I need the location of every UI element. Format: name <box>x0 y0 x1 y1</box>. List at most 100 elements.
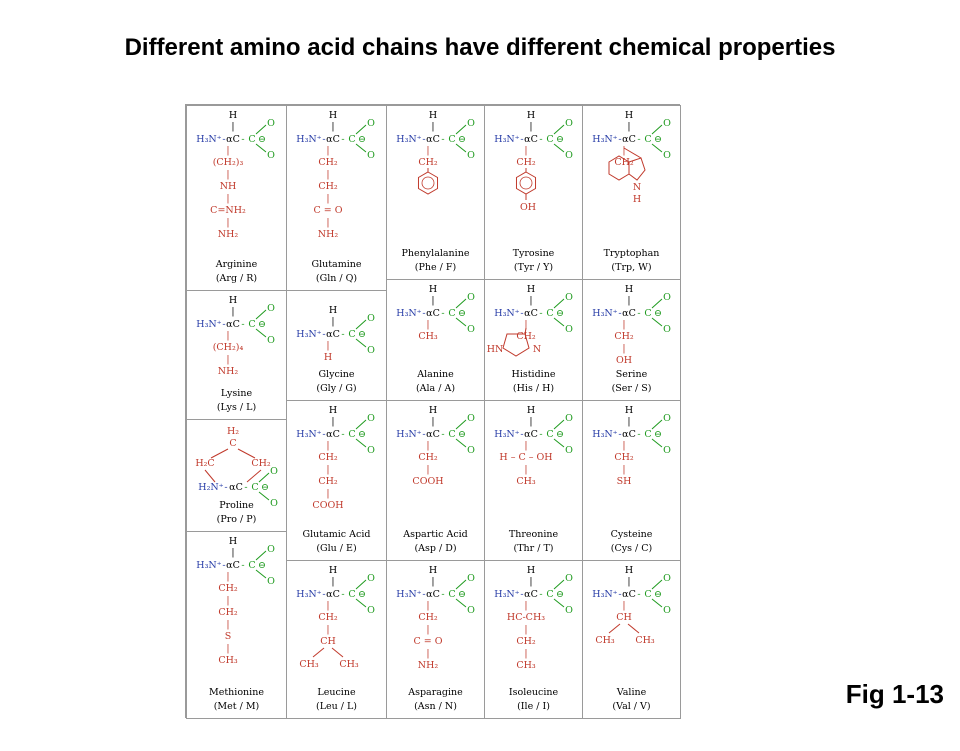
carboxyl-oxygen: O <box>467 324 475 335</box>
alpha-carbon: αC <box>622 308 636 319</box>
carboxyl-bond <box>553 438 565 448</box>
carboxyl-carbon: C <box>546 589 553 600</box>
amino-acid-abbreviation: (Val / V) <box>612 701 651 712</box>
carboxyl-carbon: C <box>448 308 455 319</box>
carboxyl-bond <box>553 598 565 608</box>
amino-acid-abbreviation: (Glu / E) <box>316 543 357 554</box>
methyl-group: CH₃ <box>299 659 319 670</box>
amino-acid-name: Proline <box>219 500 254 511</box>
amino-acid-abbreviation: (Leu / L) <box>315 701 357 712</box>
negative-charge-icon: ⊖ <box>654 429 662 440</box>
bond-line: - <box>618 308 621 319</box>
structure-formula: H|H₃N⁺ - αC - C⊖OO|(CH₂)₄|NH₂ <box>196 295 275 377</box>
ring-methylene: H₂C <box>195 458 214 469</box>
carboxyl-oxygen: O <box>467 413 475 424</box>
amino-group: H₃N⁺ <box>296 429 321 440</box>
bond-line: - <box>341 589 344 600</box>
side-chain-bond: | <box>426 319 429 330</box>
structure-formula: H|H₃N⁺ - αC - C⊖OO|H – C – OH|CH₃ <box>494 405 573 487</box>
side-chain-group: CH₂ <box>418 452 438 463</box>
bond-line: - <box>422 134 425 145</box>
side-chain-bond: | <box>326 169 329 180</box>
carboxyl-oxygen: O <box>663 118 671 129</box>
hydroxyl-group: OH <box>520 202 536 213</box>
side-chain-bond: | <box>326 145 329 156</box>
side-chain-bond: | <box>622 440 625 451</box>
amino-group: H₃N⁺ <box>494 308 519 319</box>
carboxyl-bond <box>455 438 467 448</box>
alpha-hydrogen: H <box>429 405 437 416</box>
branch-bond <box>608 623 621 634</box>
bond-line: - <box>618 134 621 145</box>
structure-formula: H|H₃N⁺ - αC - C⊖OO|CH₂|SH <box>592 405 671 487</box>
carboxyl-bond <box>258 472 270 483</box>
carboxyl-oxygen: O <box>565 573 573 584</box>
bond-line: - <box>637 429 640 440</box>
carboxyl-carbon: C <box>251 482 258 493</box>
alpha-carbon: αC <box>226 319 240 330</box>
amino-acid-name: Tyrosine <box>512 248 555 259</box>
carboxyl-carbon: C <box>248 319 255 330</box>
side-chain-group: CH₂ <box>218 583 238 594</box>
side-chain-group: CH₃ <box>516 660 536 671</box>
side-chain-group: (CH₂)₃ <box>213 157 244 168</box>
side-chain-bond: | <box>426 145 429 156</box>
carboxyl-oxygen: O <box>367 413 375 424</box>
side-chain-bond: | <box>326 600 329 611</box>
side-chain-bond: | <box>426 440 429 451</box>
bond-line: | <box>529 295 532 306</box>
carboxyl-carbon: C <box>448 134 455 145</box>
carboxyl-bond <box>553 298 565 309</box>
bond-line: - <box>618 429 621 440</box>
carboxyl-carbon: C <box>644 429 651 440</box>
bond-line: | <box>529 576 532 587</box>
amino-acid-name: Serine <box>615 369 648 380</box>
alpha-hydrogen: H <box>329 565 337 576</box>
amino-acid-abbreviation: (Cys / C) <box>610 543 653 554</box>
negative-charge-icon: ⊖ <box>258 134 266 145</box>
carboxyl-bond <box>258 491 270 501</box>
carboxyl-bond <box>355 124 367 135</box>
carboxyl-bond <box>553 419 565 430</box>
ring-carbon: C <box>229 438 236 449</box>
amino-acid-name: Glutamic Acid <box>302 529 371 540</box>
alpha-carbon: αC <box>426 134 440 145</box>
structure-formula: H|H₃N⁺ - αC - C⊖OO|CH₂|CH₂|S|CH₃ <box>196 536 275 666</box>
branch-bond <box>331 647 344 658</box>
negative-charge-icon: ⊖ <box>458 308 466 319</box>
amino-acid-name: Lysine <box>220 388 253 399</box>
carboxyl-oxygen: O <box>367 605 375 616</box>
side-chain-bond: | <box>524 145 527 156</box>
side-chain-bond: | <box>524 624 527 635</box>
amino-acid-name: Leucine <box>317 687 356 698</box>
bond-line: - <box>441 308 444 319</box>
alpha-carbon: αC <box>229 482 243 493</box>
bond-line: - <box>637 134 640 145</box>
carboxyl-oxygen: O <box>565 413 573 424</box>
carboxyl-bond <box>553 124 565 135</box>
amino-acid-abbreviation: (Ile / I) <box>517 701 550 712</box>
methyl-group: CH₃ <box>595 635 615 646</box>
side-chain-bond: | <box>426 624 429 635</box>
bond-line: - <box>520 134 523 145</box>
bond-line: | <box>331 416 334 427</box>
side-chain-bond: | <box>326 488 329 499</box>
ring-nitrogen: HN <box>487 344 504 355</box>
carboxyl-oxygen: O <box>663 150 671 161</box>
structure-formula: H|H₃N⁺ - αC - C⊖OO|H <box>296 305 375 363</box>
carboxyl-bond <box>553 143 565 153</box>
carboxyl-oxygen: O <box>663 605 671 616</box>
bond-line: - <box>539 134 542 145</box>
carboxyl-oxygen: O <box>467 573 475 584</box>
carboxyl-oxygen: O <box>267 150 275 161</box>
side-chain-group: CH₂ <box>318 476 338 487</box>
carboxyl-carbon: C <box>348 134 355 145</box>
side-chain-bond: | <box>226 619 229 630</box>
bond-line: - <box>539 589 542 600</box>
